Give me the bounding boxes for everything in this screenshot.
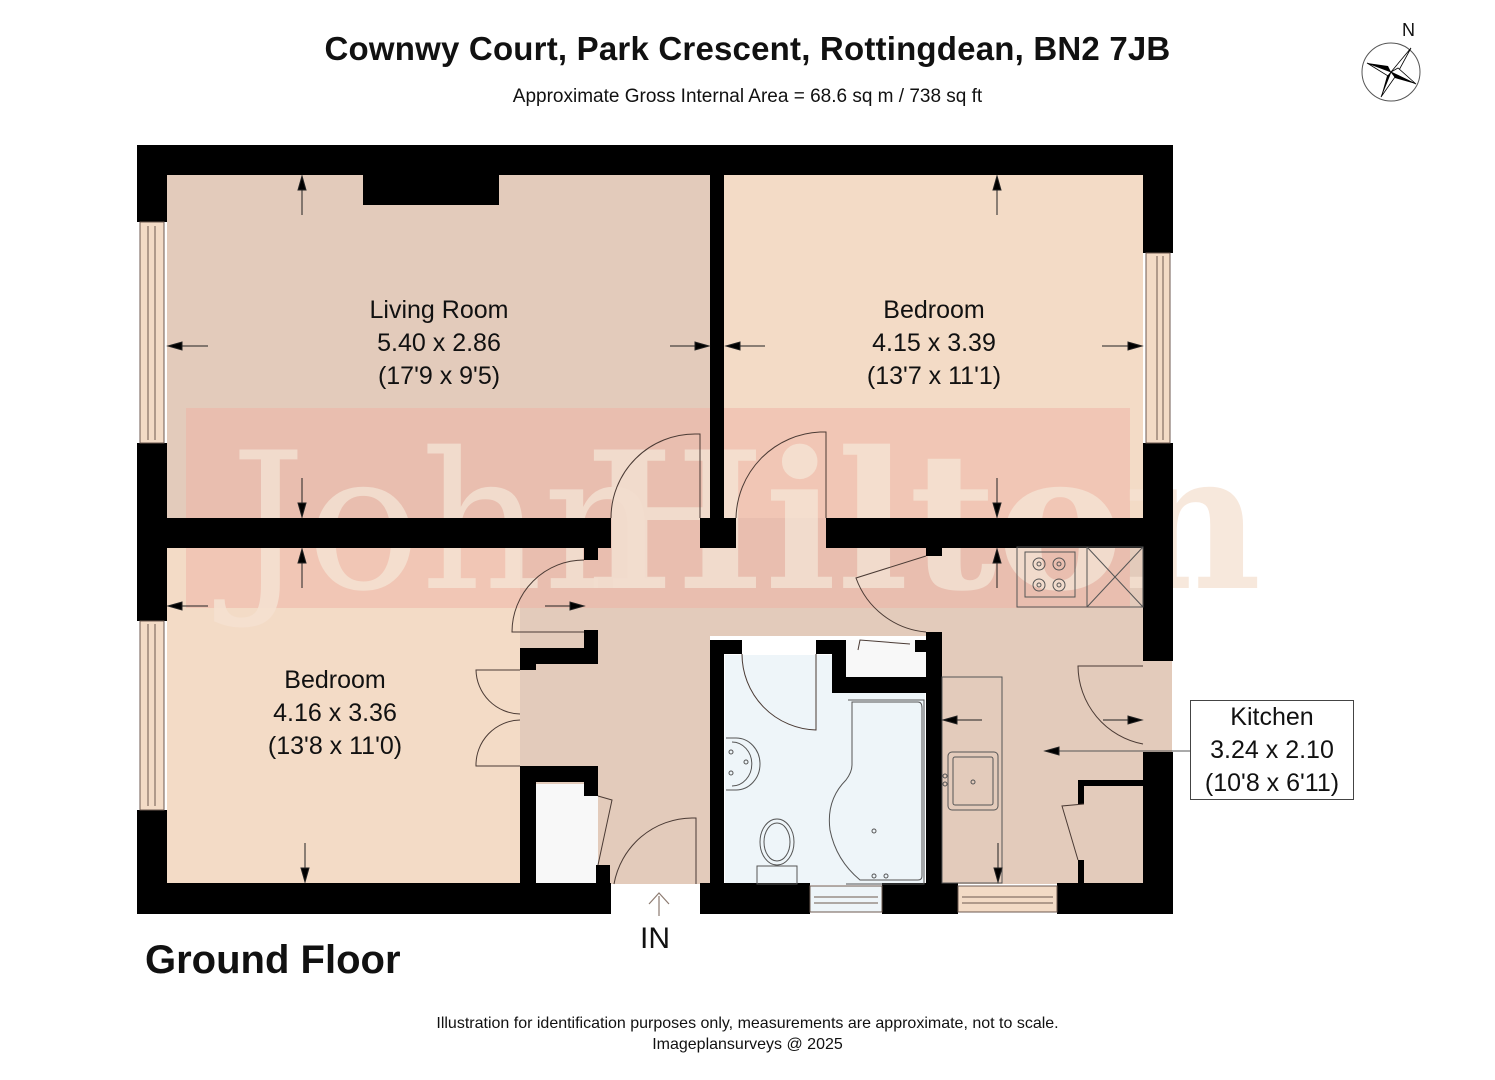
- door-bathroom: [741, 653, 817, 731]
- kitchen-fittings: [941, 546, 1144, 884]
- bedroom-top-right-area: [724, 174, 1143, 518]
- credit: Imageplansurveys @ 2025: [652, 1036, 843, 1053]
- entrance-label: IN: [640, 922, 670, 955]
- disclaimer: Illustration for identification purposes…: [436, 1015, 1059, 1032]
- walls: [137, 145, 1173, 914]
- room-name: Kitchen: [1230, 703, 1314, 731]
- property-address-title: Cownwy Court, Park Crescent, Rottingdean…: [324, 30, 1171, 67]
- toilet-cistern: [756, 865, 798, 885]
- wardrobe-doors: [475, 669, 521, 767]
- doors: [475, 431, 1144, 885]
- toilet-bowl: [759, 818, 795, 866]
- cupboard-bath-area: [846, 640, 926, 678]
- room-metric: 5.40 x 2.86: [377, 329, 501, 357]
- door-living-room: [610, 433, 701, 519]
- room-imperial: (13'7 x 11'1): [866, 362, 1002, 390]
- room-name: Bedroom: [284, 666, 386, 694]
- wash-basin: [726, 737, 761, 791]
- door-entrance: [613, 817, 697, 885]
- room-metric: 4.16 x 3.36: [273, 699, 397, 727]
- worktop: [941, 676, 1003, 884]
- room-metric: 4.15 x 3.39: [872, 329, 996, 357]
- room-label-kitchen: Kitchen 3.24 x 2.10 (10'8 x 6'11): [1190, 700, 1354, 800]
- room-imperial: (10'8 x 6'11): [1204, 769, 1340, 797]
- appliance-space: [1086, 546, 1144, 608]
- footer: Illustration for identification purposes…: [0, 1013, 1495, 1055]
- window-bathroom: [809, 885, 883, 913]
- living-room-area: [167, 174, 710, 518]
- room-name: Bedroom: [883, 296, 985, 324]
- windows: [139, 221, 1171, 913]
- room-fills: [167, 174, 1172, 885]
- room-metric: 3.24 x 2.10: [1210, 736, 1334, 764]
- bedroom-wardrobe-area: [536, 664, 598, 768]
- door-bedroom-left: [511, 559, 585, 633]
- window-bedroom-left: [139, 620, 165, 811]
- room-label-living-room: Living Room 5.40 x 2.86 (17'9 x 9'5): [339, 294, 539, 393]
- cupboard-hall-area: [536, 784, 598, 884]
- bedroom-bottom-left-area: [167, 546, 520, 884]
- door-cupboard-hall: [597, 795, 613, 866]
- dimension-arrows: [166, 174, 1190, 884]
- bathroom-fittings: [726, 699, 925, 885]
- room-imperial: (17'9 x 9'5): [377, 362, 501, 390]
- entrance-arrow-icon: [648, 892, 670, 916]
- p-shape-bath: [828, 701, 923, 881]
- north-compass-rose-icon: N: [1358, 20, 1428, 104]
- room-label-bedroom-right: Bedroom 4.15 x 3.39 (13'7 x 11'1): [834, 294, 1034, 393]
- kitchen-store-area: [1086, 784, 1144, 884]
- compass-north-label: N: [1402, 20, 1415, 40]
- door-kitchen-outer: [1077, 665, 1144, 745]
- door-landing-bath-cupboard: [855, 555, 927, 633]
- window-living-left: [139, 221, 165, 444]
- floor-name: Ground Floor: [145, 938, 401, 982]
- gross-internal-area: Approximate Gross Internal Area = 68.6 s…: [512, 86, 983, 107]
- room-label-bedroom-left: Bedroom 4.16 x 3.36 (13'8 x 11'0): [235, 664, 435, 763]
- room-name: Living Room: [369, 296, 509, 324]
- door-kitchen-store: [1061, 803, 1085, 861]
- door-bedroom-right: [735, 431, 827, 519]
- room-imperial: (13'8 x 11'0): [267, 732, 403, 760]
- window-kitchen: [957, 885, 1058, 913]
- bathroom-area: [725, 655, 925, 885]
- kitchen-sink: [947, 751, 999, 811]
- door-cupboard-bath: [857, 639, 911, 651]
- window-bedroom-right: [1145, 252, 1171, 444]
